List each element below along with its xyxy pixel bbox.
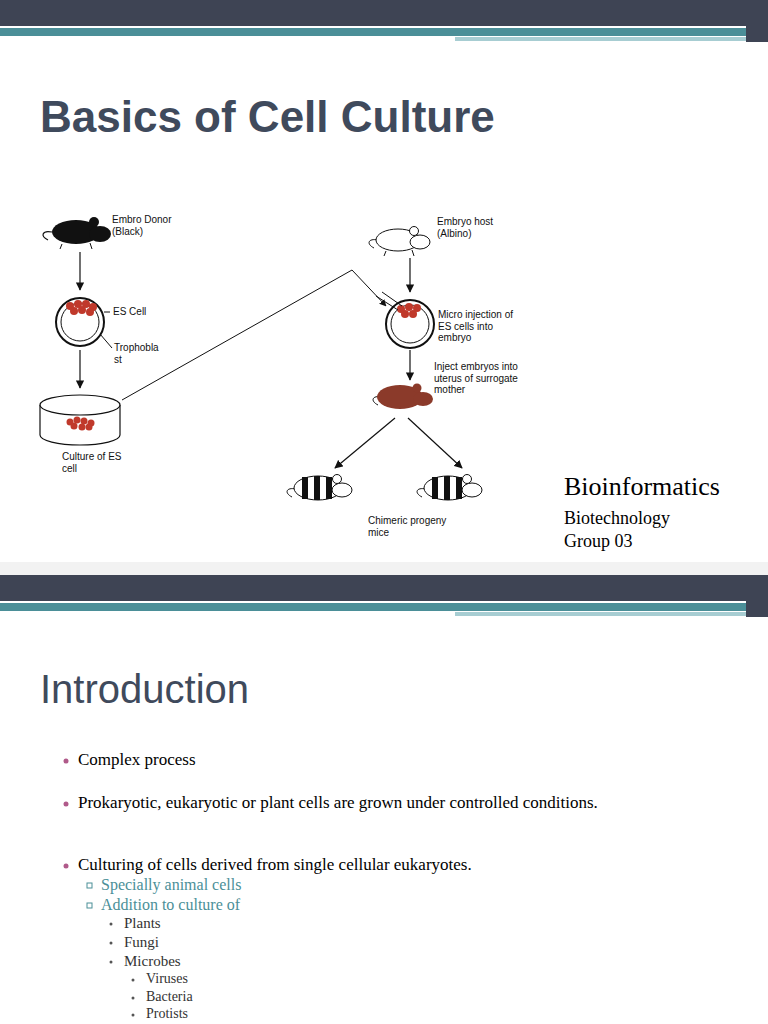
transfer-line bbox=[122, 270, 386, 400]
surrogate-mouse bbox=[373, 384, 433, 410]
flow-arrow bbox=[409, 350, 410, 380]
figure-label: Micro injection of ES cells into embryo bbox=[438, 309, 520, 344]
leader-line bbox=[100, 334, 112, 348]
slide-title: Introduction bbox=[40, 666, 440, 712]
bullet-text: Prokaryotic, eukaryotic or plant cells a… bbox=[78, 793, 653, 813]
sub-bullet-text: Protists bbox=[146, 1006, 446, 1022]
slide-gap bbox=[0, 562, 768, 575]
chimeric-mouse bbox=[287, 475, 352, 501]
sub-bullet-text: Viruses bbox=[146, 971, 446, 987]
culture-dish bbox=[40, 395, 120, 445]
header-bar bbox=[746, 575, 768, 617]
figure-label: Culture of ES cell bbox=[62, 451, 132, 474]
flow-arrow bbox=[335, 418, 395, 468]
figure-label: Inject embryos into uterus of surrogate … bbox=[434, 361, 522, 396]
bullet-text: Culturing of cells derived from single c… bbox=[78, 855, 718, 875]
figure-label: Chimeric progeny mice bbox=[368, 515, 458, 538]
donor-mouse bbox=[43, 217, 111, 249]
sub-bullet-text: Bacteria bbox=[146, 989, 446, 1005]
flow-arrow bbox=[408, 418, 462, 468]
flow-arrow bbox=[79, 350, 80, 388]
header-strip bbox=[455, 612, 748, 616]
header-bar bbox=[0, 575, 768, 601]
header-strip bbox=[455, 37, 748, 41]
figure-label: Trophobla st bbox=[114, 342, 162, 365]
host-mouse bbox=[369, 227, 430, 257]
header-bar bbox=[0, 0, 768, 26]
sub-bullet-text: Fungi bbox=[124, 934, 424, 951]
sub-bullet-text: Specially animal cells bbox=[101, 876, 501, 894]
sub-bullet-text: Microbes bbox=[124, 953, 424, 970]
figure-label: Embryo host (Albino) bbox=[437, 216, 505, 239]
leader-line bbox=[104, 312, 110, 313]
header-bar bbox=[746, 0, 768, 42]
header-strip bbox=[0, 28, 748, 36]
header-strip bbox=[0, 603, 748, 611]
figure-label: Embro Donor (Black) bbox=[112, 214, 184, 237]
figure-label: ES Cell bbox=[113, 306, 173, 318]
group-heading: Bioinformatics bbox=[564, 472, 764, 502]
slide-title: Basics of Cell Culture bbox=[40, 92, 495, 142]
bullet-text: Complex process bbox=[78, 750, 718, 770]
chimeric-mouse bbox=[417, 475, 482, 501]
sub-bullet-text: Plants bbox=[124, 915, 424, 932]
group-subtitle: Group 03 bbox=[564, 531, 764, 552]
sub-bullet-text: Addition to culture of bbox=[101, 896, 501, 914]
blastocyst bbox=[56, 298, 104, 346]
host-blastocyst bbox=[376, 292, 434, 348]
flow-arrow bbox=[79, 252, 80, 290]
flow-arrow bbox=[409, 258, 410, 292]
group-subtitle: Biotechnology bbox=[564, 508, 764, 529]
